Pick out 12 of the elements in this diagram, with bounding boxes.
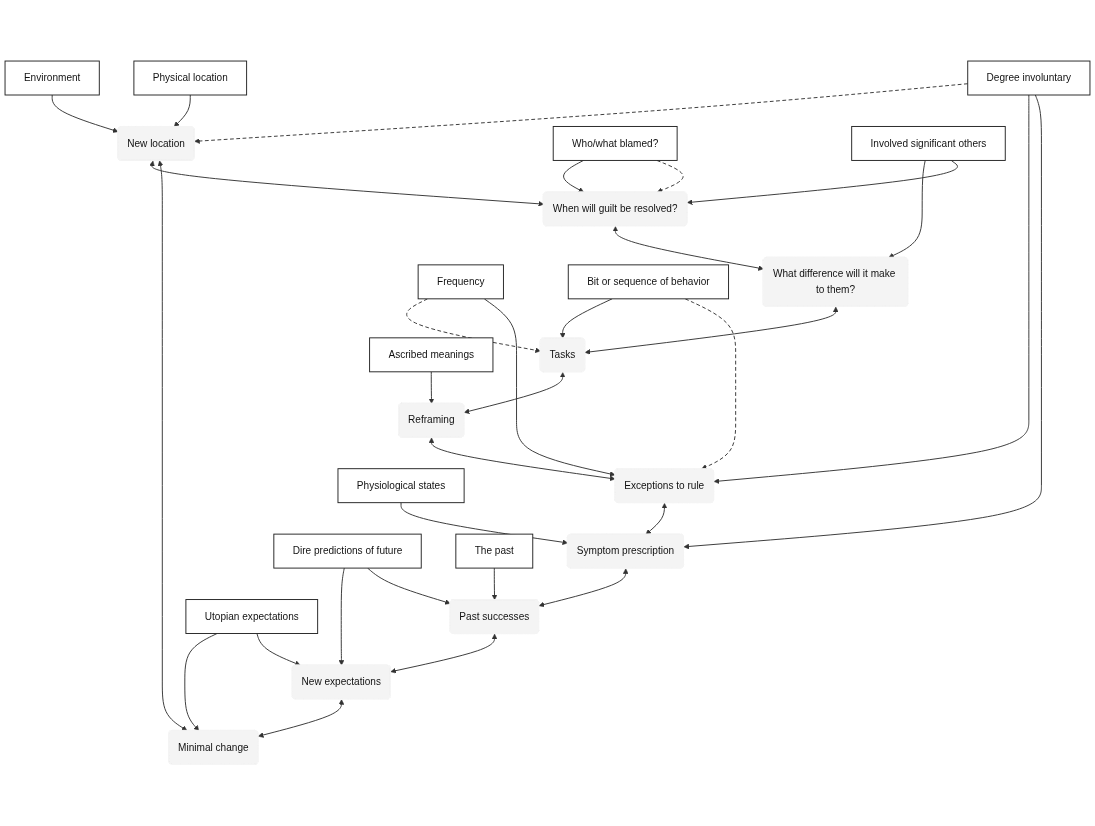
node-box: Utopian expectations [185,599,319,635]
node-box: Physiological states [337,468,465,504]
node-box: Frequency [417,264,504,300]
node-box: The past [455,533,534,569]
node-box: Physical location [133,60,248,96]
node-box: Degree involuntary [967,60,1091,96]
node-box: Environment [4,60,100,96]
node-box: Bit or sequence of behavior [567,264,730,300]
node-box: Involved significant others [851,126,1006,162]
node-box: Who/what blamed? [552,126,678,162]
node-box: Ascribed meanings [369,337,494,373]
node-box: Dire predictions of future [273,533,422,569]
